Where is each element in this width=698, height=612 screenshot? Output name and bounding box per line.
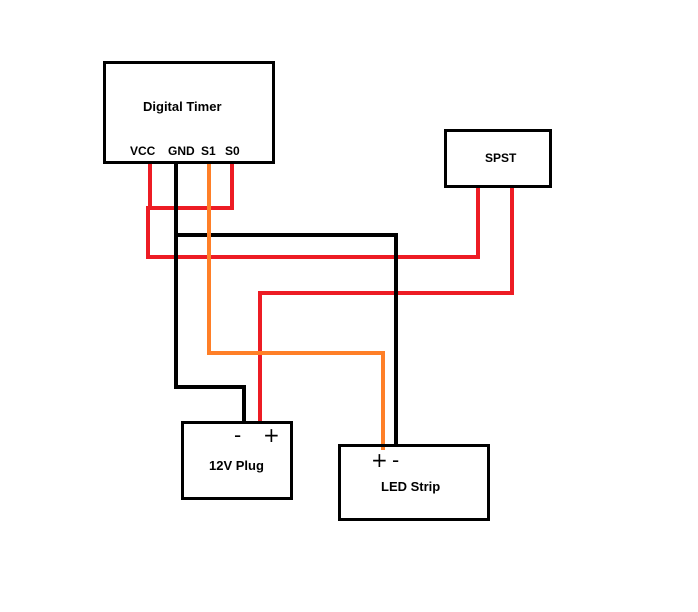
led-strip-box	[338, 444, 490, 521]
spst-switch-box	[444, 129, 552, 188]
wire-spst-to-plug-positive	[258, 187, 514, 424]
pin-label-gnd: GND	[168, 144, 195, 158]
led-strip-positive-sign: +	[371, 448, 388, 472]
wire-vcc-to-spst	[146, 187, 480, 259]
wire-gnd-to-plug-negative	[174, 162, 246, 424]
digital-timer-title: Digital Timer	[143, 99, 222, 114]
power-plug-title: 12V Plug	[209, 458, 264, 473]
pin-label-vcc: VCC	[130, 144, 156, 158]
power-plug-box	[181, 421, 293, 500]
spst-switch-title: SPST	[485, 151, 517, 165]
led-strip-title: LED Strip	[381, 479, 441, 494]
power-plug-negative-sign: -	[234, 423, 242, 447]
wire-gnd-to-strip-negative	[176, 233, 398, 447]
digital-timer-box	[103, 61, 275, 164]
power-plug-positive-sign: +	[263, 423, 280, 447]
wire-vcc-s0-loop	[148, 162, 234, 210]
pin-label-s1: S1	[201, 144, 216, 158]
wire-s1-to-strip-positive	[207, 162, 385, 450]
pin-label-s0: S0	[225, 144, 240, 158]
led-strip-negative-sign: -	[392, 448, 400, 472]
